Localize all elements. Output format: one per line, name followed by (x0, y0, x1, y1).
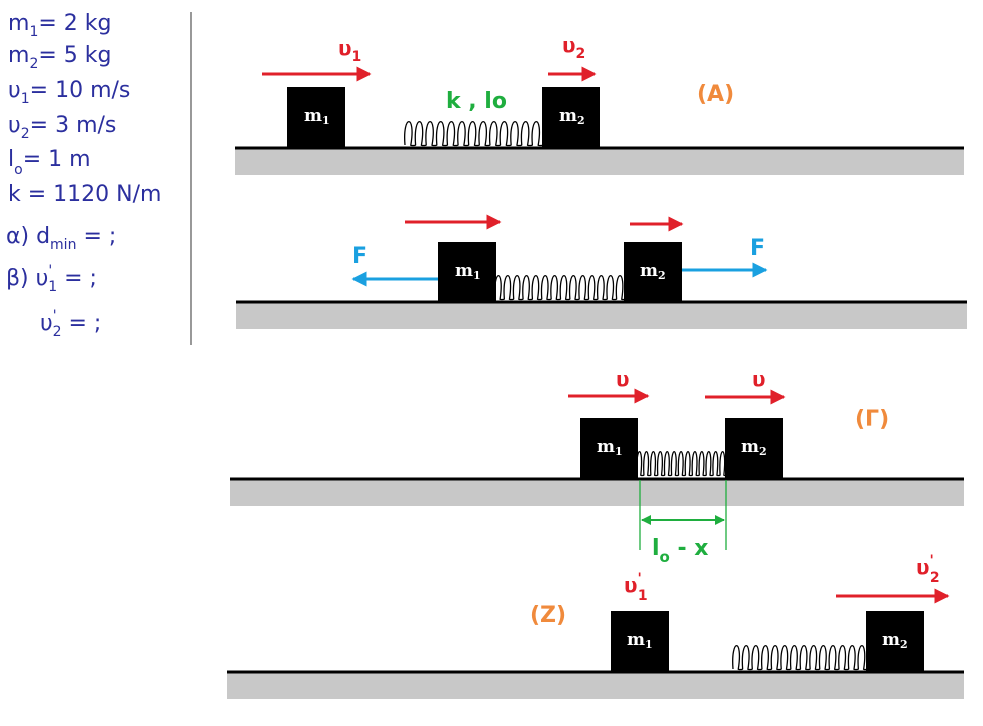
velocity-label-u1-a: υ1 (338, 36, 361, 65)
block-m1-b (438, 242, 496, 302)
velocity-label-m2-g: υ (752, 367, 766, 391)
velocity-label-u2-prime-z: υ'2 (916, 553, 940, 586)
force-label-right-b: F (750, 236, 765, 261)
ground-g (230, 479, 964, 506)
block-m2-b-label: m2 (640, 261, 666, 282)
block-m1-g (580, 418, 638, 478)
block-m2-g (725, 418, 783, 478)
given-u1: υ1= 10 m/s (8, 78, 130, 107)
stage-g: m1 m2 υ υ lo - x (Γ) (230, 367, 964, 566)
stage-label-z: (Z) (530, 603, 566, 628)
stage-label-a: (A) (697, 82, 734, 107)
given-m2: m2= 5 kg (8, 43, 111, 72)
ground-b (236, 302, 967, 329)
ground-a (235, 148, 964, 175)
question-a: α) dmin = ; (6, 224, 116, 253)
block-m1-g-label: m1 (597, 437, 623, 458)
force-label-left-b: F (352, 244, 367, 269)
block-m1-z-label: m1 (627, 630, 653, 651)
spring-a (404, 121, 544, 147)
velocity-label-u1-prime-z: υ'1 (624, 571, 648, 604)
stage-b: m1 m2 F F (236, 214, 967, 329)
question-b-u1: β) υ'1 = ; (6, 263, 97, 295)
block-m2-a-label: m2 (559, 106, 585, 127)
block-m1-z (611, 611, 669, 671)
given-l0: lo= 1 m (8, 147, 91, 178)
block-m2-g-label: m2 (741, 437, 767, 458)
block-m1-a-label: m1 (304, 106, 330, 127)
block-m2-b (624, 242, 682, 302)
question-b-u2: υ'2 = ; (40, 308, 101, 340)
spring-g (636, 451, 728, 477)
ground-z (227, 672, 964, 699)
stage-label-g: (Γ) (855, 407, 889, 432)
velocity-label-u2-a: υ2 (562, 33, 585, 62)
block-m1-b-label: m1 (455, 261, 481, 282)
block-m1-a (287, 87, 345, 147)
given-u2: υ2= 3 m/s (8, 113, 116, 142)
spring-label-a: k , lo (446, 89, 507, 114)
block-m2-z-label: m2 (882, 630, 908, 651)
distance-label-g: lo - x (652, 536, 709, 566)
spring-b (494, 275, 627, 301)
spring-z (732, 645, 869, 671)
given-data-panel: m1= 2 kg m2= 5 kg υ1= 10 m/s υ2= 3 m/s l… (6, 11, 161, 340)
given-k: k = 1120 N/m (8, 182, 161, 207)
block-m2-z (866, 611, 924, 671)
block-m2-a (542, 87, 600, 147)
stage-a: m1 m2 υ1 υ2 k , lo (A) (235, 33, 964, 175)
given-m1: m1= 2 kg (8, 11, 111, 40)
velocity-label-m1-g: υ (616, 367, 630, 391)
stage-z: m1 m2 υ'1 υ'2 (Z) (227, 553, 964, 699)
